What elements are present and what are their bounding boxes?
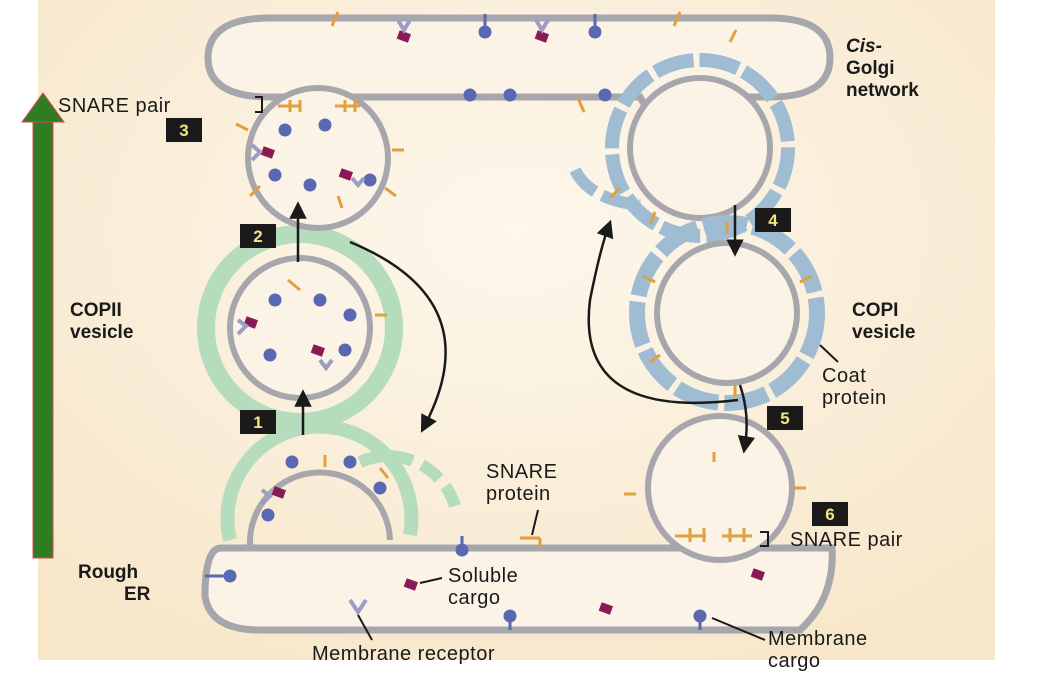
svg-text:3: 3 xyxy=(179,121,188,140)
process-arrows xyxy=(289,201,756,454)
cis-golgi-label-line2: Golgi xyxy=(846,58,895,79)
snare-pair-top-label: SNARE pair xyxy=(58,95,171,117)
copi-budding-vesicle xyxy=(569,53,795,243)
svg-text:6: 6 xyxy=(825,505,834,524)
step-badge-2: 2 xyxy=(240,224,276,248)
copii-vesicle xyxy=(197,225,403,431)
coat-protein-label-line1: Coat xyxy=(822,365,866,387)
copi-vesicle xyxy=(629,215,825,411)
upward-arrow xyxy=(21,92,65,559)
cis-golgi-label-line3: network xyxy=(846,80,919,101)
svg-text:5: 5 xyxy=(780,409,789,428)
callout-lines xyxy=(255,96,839,641)
membrane-proteins xyxy=(205,11,813,630)
svg-text:2: 2 xyxy=(253,227,262,246)
svg-text:4: 4 xyxy=(768,211,778,230)
fusing-vesicle xyxy=(245,85,391,231)
svg-text:1: 1 xyxy=(253,413,262,432)
snare-pair-bottom-label: SNARE pair xyxy=(790,529,903,551)
step-badge-6: 6 xyxy=(812,502,848,526)
step-badge-5: 5 xyxy=(767,406,803,430)
snare-protein-label-line2: protein xyxy=(486,483,551,505)
coat-protein-label-line2: protein xyxy=(822,387,887,409)
membrane-cargo-label-line1: Membrane xyxy=(768,628,868,650)
uncoated-vesicle xyxy=(645,413,795,563)
membrane-cargo-label-line2: cargo xyxy=(768,650,821,672)
soluble-cargo-label-line1: Soluble xyxy=(448,565,518,587)
membrane-receptor-label: Membrane receptor xyxy=(312,643,495,665)
copi-label-line2: vesicle xyxy=(852,322,915,343)
rough-er-label-line1: Rough xyxy=(78,562,138,583)
step-badge-3: 3 xyxy=(166,118,202,142)
snare-protein-label-line1: SNARE xyxy=(486,461,557,483)
copii-label-line2: vesicle xyxy=(70,322,133,343)
step-badge-4: 4 xyxy=(755,208,791,232)
step-badge-1: 1 xyxy=(240,410,276,434)
rough-er-label-line2: ER xyxy=(124,584,151,605)
soluble-cargo-label-line2: cargo xyxy=(448,587,501,609)
copii-label-line1: COPII xyxy=(70,300,122,321)
copi-label-line1: COPI xyxy=(852,300,898,321)
cis-golgi-label-line1: Cis- xyxy=(846,36,882,57)
